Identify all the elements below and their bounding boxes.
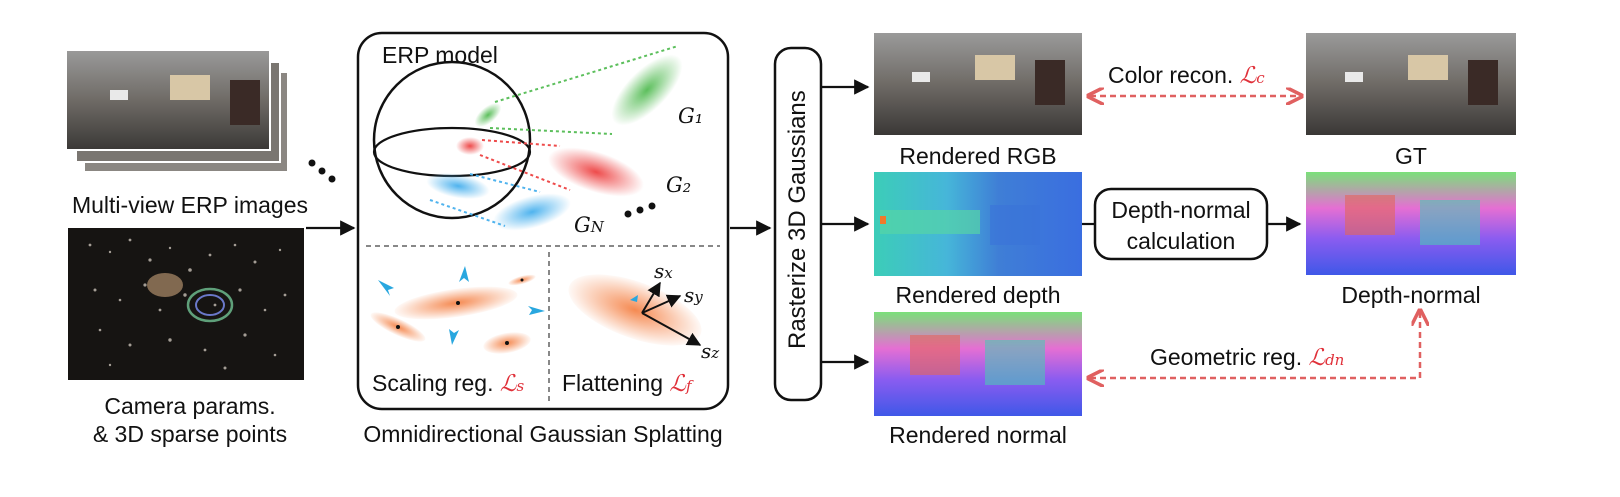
ellipsis-dots-inputs [308, 159, 336, 183]
ogs-box [356, 31, 730, 411]
calc-label-line2: calculation [1126, 228, 1236, 254]
depth-normal-output-label: Depth-normal [1341, 282, 1481, 308]
axis-sy-label: sy [684, 283, 703, 307]
axis-sx-label: sx [654, 259, 673, 283]
rendered-depth-label: Rendered depth [895, 282, 1061, 308]
erp-model-title: ERP model [382, 42, 498, 68]
flattening-illustration [568, 274, 702, 346]
rendered-normal-label: Rendered normal [889, 422, 1067, 448]
calc-label-line1: Depth-normal [1111, 197, 1251, 223]
ellipsis-dots-gaussians [624, 202, 656, 218]
sparse-point-cloud [68, 228, 304, 380]
color-recon-label: Color recon. ℒc [1104, 62, 1269, 91]
sparse-points-label: & 3D sparse points [92, 421, 288, 447]
gaussian-g1-label: G₁ [678, 104, 704, 128]
rasterizer-label: Rasterize 3D Gaussians [784, 90, 811, 349]
ogs-caption: Omnidirectional Gaussian Splatting [363, 421, 723, 447]
scaling-reg-illustration [370, 266, 545, 354]
gt-label: GT [1395, 143, 1427, 169]
gaussian-g2-label: G₂ [666, 173, 692, 197]
rendered-rgb-label: Rendered RGB [899, 143, 1057, 169]
multi-view-erp-label: Multi-view ERP images [71, 192, 309, 218]
erp-image-stack [65, 49, 289, 173]
rendered-rgb-image [874, 33, 1082, 135]
gaussian-red [456, 137, 644, 197]
depth-normal-image [1306, 172, 1516, 275]
gaussian-green [474, 45, 683, 135]
gaussian-gn-label: GN [574, 213, 604, 237]
geometric-reg-label: Geometric reg. ℒdn [1146, 344, 1349, 373]
flattening-label: Flattening ℒf [562, 370, 692, 397]
rendered-depth-image [874, 172, 1082, 276]
rendered-normal-image [874, 312, 1082, 416]
gt-image [1306, 33, 1516, 135]
camera-params-label: Camera params. [104, 393, 276, 419]
gaussian-blue [426, 172, 571, 231]
axis-sz-label: sz [701, 339, 720, 363]
scaling-reg-label: Scaling reg. ℒs [372, 370, 525, 397]
geometric-reg-arrow [1090, 312, 1420, 378]
